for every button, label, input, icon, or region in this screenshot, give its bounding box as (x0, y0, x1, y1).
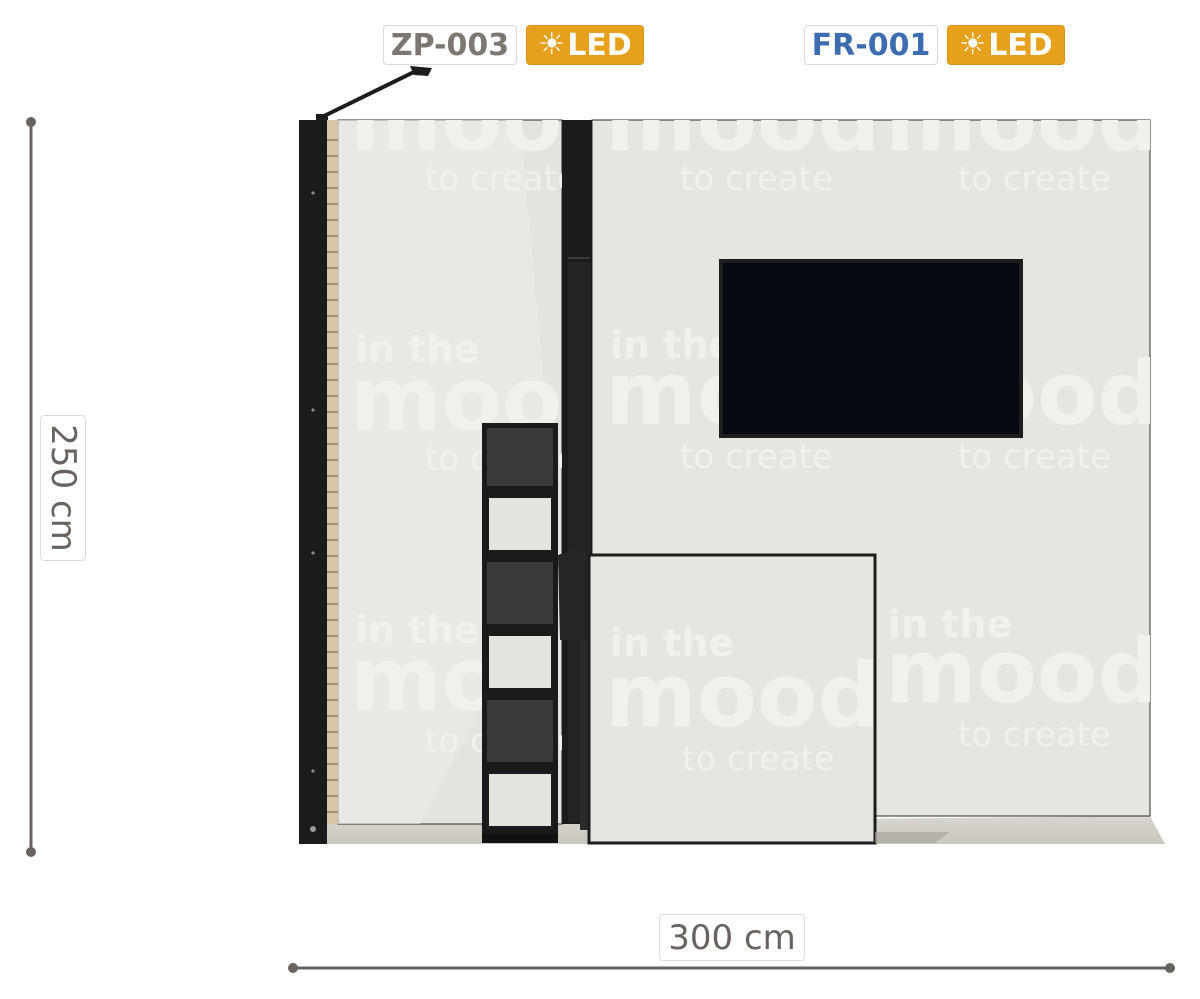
height-dimension-line (26, 117, 36, 857)
left-panel-graphic: mood to create in the mood to create in … (350, 68, 626, 761)
fr001-code-text: FR-001 (811, 27, 931, 63)
tv-screen (719, 259, 1023, 438)
svg-text:mood: mood (885, 68, 1161, 171)
zp003-code-text: ZP-003 (390, 27, 510, 63)
svg-text:mood: mood (350, 68, 626, 171)
sun-icon: ☀ (538, 27, 566, 62)
zp003-led-badge: ☀ LED (526, 25, 644, 65)
fr001-led-badge: ☀ LED (947, 25, 1065, 65)
svg-text:to create: to create (958, 159, 1111, 199)
column-screws (310, 191, 316, 832)
svg-text:to create: to create (958, 715, 1111, 755)
svg-text:to create: to create (680, 437, 833, 477)
sun-icon: ☀ (959, 27, 987, 62)
fr001-led-text: LED (988, 27, 1053, 63)
svg-text:to create: to create (682, 739, 835, 779)
svg-text:to create: to create (425, 159, 578, 199)
svg-text:mood: mood (885, 620, 1161, 723)
width-dimension-text: 300 cm (668, 917, 796, 958)
svg-text:mood: mood (605, 68, 881, 171)
led-strip (327, 120, 338, 824)
left-column (299, 120, 327, 844)
svg-text:mood: mood (605, 644, 881, 747)
spotlight-arm (316, 66, 432, 120)
zp003-code-badge: ZP-003 (383, 25, 517, 65)
svg-text:to create: to create (680, 159, 833, 199)
width-dimension-line (288, 963, 1175, 973)
svg-text:in the: in the (610, 621, 734, 665)
counter (587, 553, 877, 845)
back-wall-graphic: mood to create mood to create in the moo… (605, 68, 1161, 755)
svg-text:in the: in the (355, 327, 479, 371)
svg-text:in the: in the (888, 602, 1012, 646)
chair (558, 550, 590, 830)
zp003-led-text: LED (567, 27, 632, 63)
counter-graphic: in the mood to create (605, 621, 881, 779)
led-strip-slats (327, 139, 338, 813)
counter-shadow (875, 832, 950, 843)
svg-text:in the: in the (355, 608, 479, 652)
height-dimension-text: 250 cm (43, 424, 83, 552)
fr001-code-badge: FR-001 (804, 25, 938, 65)
width-dimension-label: 300 cm (659, 914, 805, 961)
brochure-stand (482, 423, 558, 843)
height-dimension-label: 250 cm (40, 415, 86, 561)
svg-text:in the: in the (610, 323, 734, 367)
svg-text:to create: to create (958, 437, 1111, 477)
